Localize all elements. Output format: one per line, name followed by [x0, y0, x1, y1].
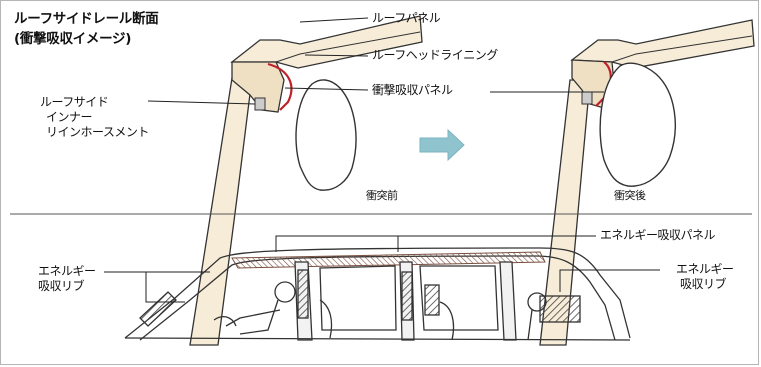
label-roof-headlining: ルーフヘッドライニング — [372, 48, 498, 62]
label-inner-reinforcement-line-1: ルーフサイド — [40, 95, 109, 109]
top-leader-lines — [147, 17, 604, 105]
label-after-crash: 衝突後 — [614, 189, 646, 202]
label-energy-panel: エネルギー吸収パネル — [600, 228, 716, 242]
title-line-2: (衝撃吸収イメージ) — [14, 31, 132, 47]
label-rib-left-line-1: エネルギー — [38, 264, 96, 278]
roof-panel-before — [230, 15, 423, 69]
label-rib-right-line-1: エネルギー — [676, 262, 734, 276]
label-impact-panel: 衝撃吸収パネル — [372, 83, 453, 97]
rib-b-pillar — [297, 269, 309, 319]
section-before-crash — [189, 15, 423, 346]
headlining-before — [275, 31, 421, 63]
label-roof-panel: ルーフパネル — [372, 11, 441, 25]
roof-side-rail-before — [231, 61, 285, 113]
rib-rear-1 — [424, 284, 440, 316]
before-after-arrow — [419, 128, 465, 162]
label-inner-reinforcement-line-3: リインホースメント — [46, 125, 149, 139]
rib-rear-2 — [539, 295, 581, 323]
head-after — [599, 62, 676, 187]
energy-panel — [231, 251, 546, 269]
section-after-crash — [539, 19, 755, 346]
pillar-after — [539, 79, 591, 346]
head-before — [295, 79, 357, 191]
clip-before — [254, 97, 266, 111]
headlining-after — [611, 35, 753, 63]
label-rib-right-line-2: 吸収リブ — [680, 277, 727, 291]
label-inner-reinforcement-line-2: インナー — [46, 110, 93, 124]
rib-c-pillar — [401, 271, 413, 321]
vehicle-cutaway — [124, 247, 631, 341]
clip-after — [581, 91, 593, 105]
label-rib-left-line-2: 吸収リブ — [38, 279, 85, 293]
label-rib-right: エネルギー 吸収リブ — [676, 262, 734, 292]
bottom-leader-lines — [104, 235, 660, 303]
label-inner-reinforcement: ルーフサイド インナー リインホースメント — [40, 95, 149, 140]
pillar-before — [189, 77, 253, 346]
title-line-1: ルーフサイドレール断面 — [14, 11, 159, 27]
label-before-crash: 衝突前 — [366, 189, 398, 202]
roof-panel-after — [570, 19, 755, 69]
rib-a-pillar — [139, 291, 177, 327]
label-rib-left: エネルギー 吸収リブ — [38, 264, 96, 294]
impact-pad-before — [267, 62, 293, 111]
